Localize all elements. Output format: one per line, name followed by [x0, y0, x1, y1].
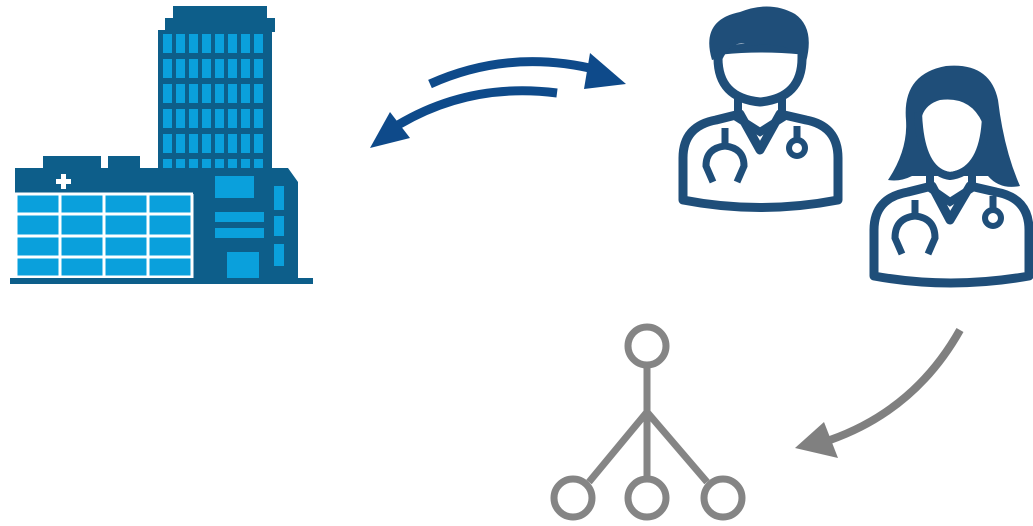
- arrow-right-icon: [428, 53, 626, 89]
- arrow-left-icon: [370, 86, 558, 148]
- doctors-icon: [678, 6, 1033, 288]
- male-doctor-icon: [678, 6, 843, 212]
- arrow-down-left-icon: [795, 328, 964, 458]
- female-doctor-icon: [869, 65, 1033, 288]
- hierarchy-tree-icon: [550, 323, 746, 521]
- hospital-building-icon: [10, 6, 313, 284]
